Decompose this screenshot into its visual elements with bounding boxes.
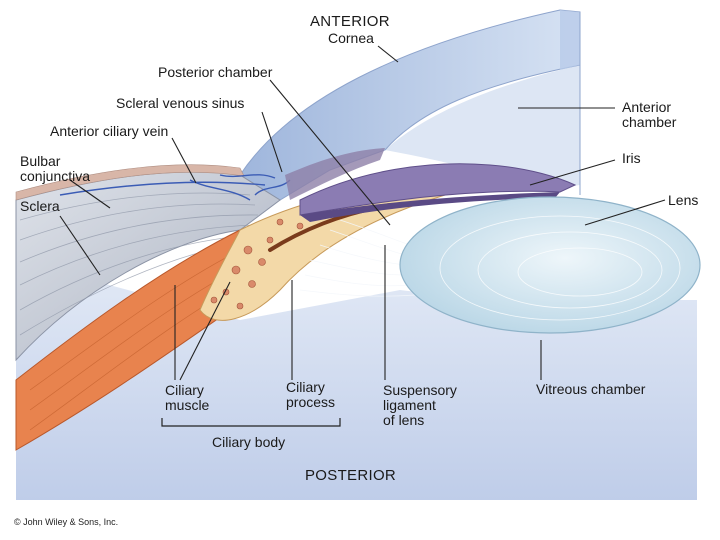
cornea-label: Cornea bbox=[328, 30, 374, 46]
scleral-venous-sinus-label: Scleral venous sinus bbox=[116, 95, 245, 111]
lens-layers bbox=[439, 215, 681, 321]
anterior-label: ANTERIOR bbox=[310, 13, 390, 30]
anterior-ciliary-vein-label: Anterior ciliary vein bbox=[50, 123, 169, 139]
copyright-notice: © John Wiley & Sons, Inc. bbox=[14, 517, 119, 527]
lens bbox=[399, 196, 701, 334]
anterior-chamber-label: Anterior chamber bbox=[622, 99, 677, 130]
lens-label: Lens bbox=[668, 192, 699, 208]
cornea-front-face bbox=[560, 10, 580, 70]
ciliary-muscle-label: Ciliary muscle bbox=[165, 382, 210, 413]
posterior-chamber-label: Posterior chamber bbox=[158, 64, 273, 80]
ciliary-body-bracket bbox=[161, 418, 341, 427]
ciliary-body-label: Ciliary body bbox=[212, 434, 286, 450]
suspensory-ligament-label: Suspensory ligament of lens bbox=[383, 382, 457, 428]
ciliary-process-label: Ciliary process bbox=[286, 379, 336, 410]
iris-pigment bbox=[300, 192, 560, 222]
vitreous-chamber-label: Vitreous chamber bbox=[536, 381, 646, 397]
iris-label: Iris bbox=[622, 150, 641, 166]
anterior-chamber-region bbox=[385, 65, 580, 190]
iris bbox=[299, 163, 577, 216]
bulbar-conjunctiva-label: Bulbar conjunctiva bbox=[20, 153, 91, 184]
posterior-chamber-region bbox=[285, 148, 385, 200]
leader-lines bbox=[59, 45, 666, 381]
suspensory-ligament bbox=[299, 219, 416, 297]
posterior-label: POSTERIOR bbox=[305, 467, 397, 484]
sclera-label: Sclera bbox=[20, 198, 60, 214]
